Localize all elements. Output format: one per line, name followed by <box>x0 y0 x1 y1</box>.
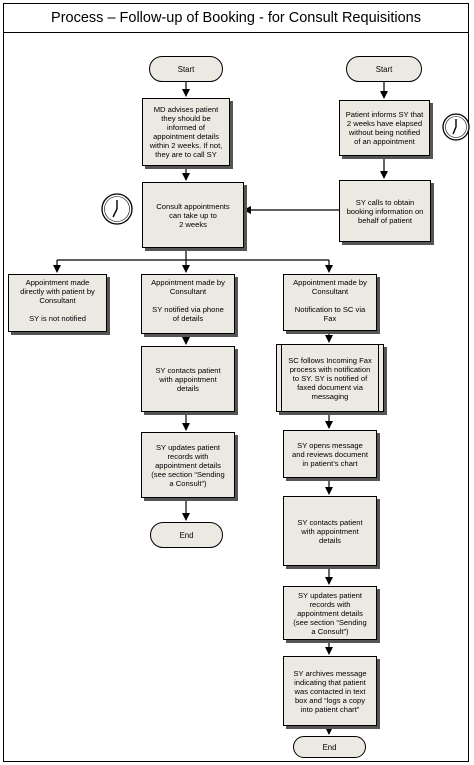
clock-icon <box>442 113 470 141</box>
sy-contacts-box: SY contacts patient with appointment det… <box>141 346 235 412</box>
appt-phone-box: Appointment made by Consultant SY notifi… <box>141 274 235 334</box>
diagram-frame <box>3 32 469 762</box>
appt-direct-box: Appointment made directly with patient b… <box>8 274 107 332</box>
diagram-title: Process – Follow-up of Booking - for Con… <box>3 3 469 33</box>
appt-fax-box: Appointment made by Consultant Notificat… <box>283 274 377 331</box>
patient-informs-box: Patient informs SY that 2 weeks have ela… <box>339 100 430 156</box>
sy-updates-2-box: SY updates patient records with appointm… <box>283 586 377 640</box>
sy-updates-box: SY updates patient records with appointm… <box>141 432 235 498</box>
md-advises-box: MD advises patient they should be inform… <box>142 98 230 166</box>
sy-calls-box: SY calls to obtain booking information o… <box>339 180 431 242</box>
sy-contacts-2-box: SY contacts patient with appointment det… <box>283 496 377 566</box>
sc-follows-fax-box: SC follows Incoming Fax process with not… <box>276 344 384 412</box>
consult-2weeks-box: Consult appointments can take up to 2 we… <box>142 182 244 248</box>
end-left-terminal: End <box>150 522 223 548</box>
start-right-terminal: Start <box>346 56 422 82</box>
sy-opens-box: SY opens message and reviews document in… <box>283 430 377 478</box>
clock-icon <box>101 193 133 225</box>
start-left-terminal: Start <box>149 56 223 82</box>
end-right-terminal: End <box>293 736 366 758</box>
sy-archives-box: SY archives message indicating that pati… <box>283 656 377 726</box>
